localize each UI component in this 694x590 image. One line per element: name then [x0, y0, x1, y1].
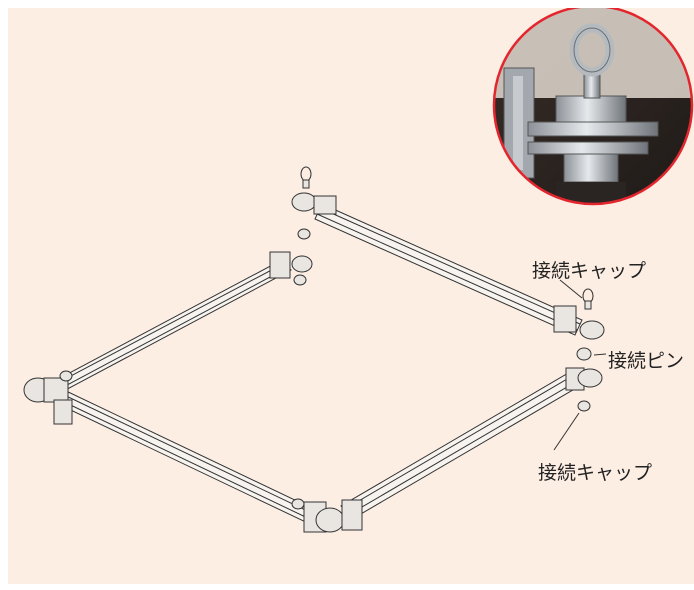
leader-cap-top	[559, 279, 583, 299]
leader-cap-bottom	[553, 412, 580, 451]
label-connection-pin: 接続ピン	[608, 350, 685, 372]
corner-joint-right	[553, 288, 605, 340]
label-connection-cap-top: 接続キャップ	[532, 260, 647, 282]
truss-frame	[43, 203, 584, 527]
diagram-panel: 接続キャップ 接続ピン 接続キャップ	[8, 4, 694, 584]
inset-photo	[494, 6, 692, 204]
corner-joint-right-bottom	[565, 347, 603, 412]
corner-joint-left-top	[269, 251, 313, 286]
corner-joint-top	[291, 166, 337, 240]
leader-pin	[593, 353, 607, 356]
corner-joint-left	[23, 370, 73, 425]
label-connection-cap-bottom: 接続キャップ	[538, 462, 653, 484]
corner-joint-bottom	[291, 498, 363, 533]
frame-diagram-svg	[8, 4, 694, 584]
